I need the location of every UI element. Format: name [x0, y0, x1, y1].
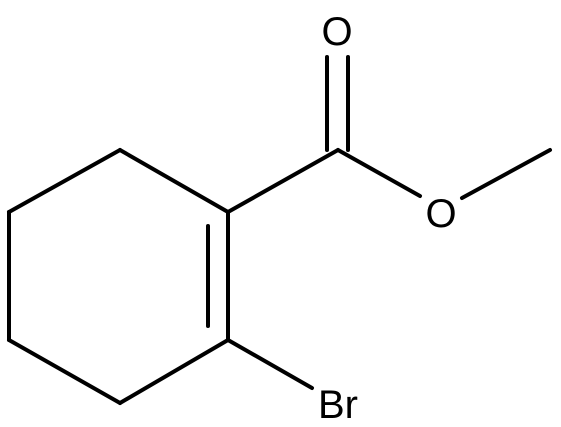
bromine-label: Br	[318, 383, 358, 427]
bond-carbonyl-to-ester-oxygen	[336, 148, 422, 198]
carbonyl-oxygen-label: O	[321, 10, 352, 54]
ring-bond-c1-c2	[118, 148, 230, 214]
ester-oxygen-label: O	[425, 192, 456, 236]
cyclohexene-ring	[7, 148, 230, 405]
bond-ring-to-bromine	[226, 338, 314, 390]
ring-bond-c4-c5	[7, 338, 122, 405]
bromine-substituent: Br	[226, 338, 358, 427]
bond-ring-to-carbonyl-carbon	[226, 148, 340, 214]
ring-bond-c2-c3	[7, 148, 122, 214]
bond-ester-oxygen-to-methyl	[460, 148, 552, 200]
methyl-ester-group: O O	[226, 10, 552, 236]
ring-bond-c5-c6	[118, 338, 230, 405]
